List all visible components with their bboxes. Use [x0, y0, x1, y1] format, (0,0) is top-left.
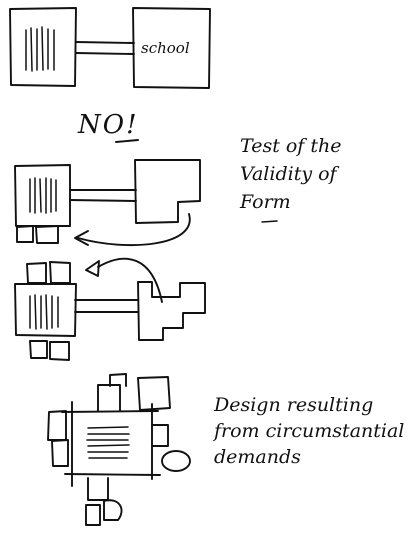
- caption-form: Test of the Validity of Form: [239, 135, 342, 223]
- caption-form-underline: [261, 220, 278, 223]
- hatch-line: [30, 27, 33, 72]
- return-arrow-head: [74, 230, 89, 246]
- hatch-line: [45, 294, 48, 330]
- left-block-hatching: [29, 177, 57, 214]
- school-label: school: [141, 39, 190, 57]
- right-block-irregular: [134, 159, 201, 224]
- verdict-text: NO!: [77, 110, 139, 140]
- diagram-design: [47, 373, 191, 526]
- connector-line: [69, 199, 137, 202]
- small-room: [49, 341, 70, 361]
- caption-design: Design resulting from circumstantial dem…: [212, 394, 404, 468]
- left-block: [9, 7, 77, 87]
- frame-line-bottom: [64, 473, 161, 476]
- small-room: [35, 225, 59, 244]
- annex-room-top-small: [109, 373, 127, 387]
- right-block-stepped: [137, 281, 206, 341]
- hatch-line: [41, 26, 44, 71]
- return-arrow-curve: [77, 213, 191, 247]
- caption-form-line: Test of the: [240, 135, 342, 157]
- verdict-mark: NO!: [77, 110, 139, 143]
- caption-design-line: demands: [214, 446, 301, 468]
- annex-room-bottom: [87, 477, 109, 501]
- right-block: [132, 7, 211, 89]
- small-room: [49, 261, 71, 284]
- annex-room-left: [51, 439, 69, 467]
- annex-oval-room: [161, 450, 191, 472]
- small-room: [16, 225, 34, 243]
- diagram-form-test-b: [14, 257, 206, 361]
- left-block-hatching: [29, 294, 59, 330]
- left-block: [14, 283, 77, 337]
- small-room: [29, 340, 48, 359]
- annex-room-top: [137, 376, 171, 411]
- central-hall-hatching: [86, 426, 130, 459]
- central-hall-frame: [61, 401, 161, 487]
- left-block-hatching: [25, 26, 55, 72]
- return-arrow-curve: [97, 257, 163, 303]
- frame-line-top: [61, 410, 159, 413]
- caption-form-line: Form: [239, 191, 291, 213]
- diagram-school: school: [9, 7, 211, 89]
- caption-design-line: from circumstantial: [212, 420, 404, 442]
- hatch-line: [87, 426, 129, 429]
- small-room: [26, 262, 47, 284]
- annex-room-bottom: [85, 504, 101, 526]
- annex-room-top: [97, 384, 121, 412]
- connector-line: [75, 41, 135, 44]
- hatch-line: [34, 294, 37, 330]
- annex-room-left: [47, 410, 67, 441]
- verdict-underline: [115, 139, 139, 143]
- caption-design-line: Design resulting: [213, 394, 373, 416]
- annex-room-right: [151, 424, 169, 447]
- hatch-line: [39, 178, 42, 213]
- hatch-line: [87, 444, 130, 447]
- caption-form-line: Validity of: [240, 163, 340, 185]
- return-arrow-head: [85, 260, 100, 277]
- connector-line: [75, 52, 135, 55]
- annex-room-bottom-curved: [103, 499, 123, 521]
- diagram-form-test-a: [14, 159, 201, 247]
- left-block: [14, 164, 71, 227]
